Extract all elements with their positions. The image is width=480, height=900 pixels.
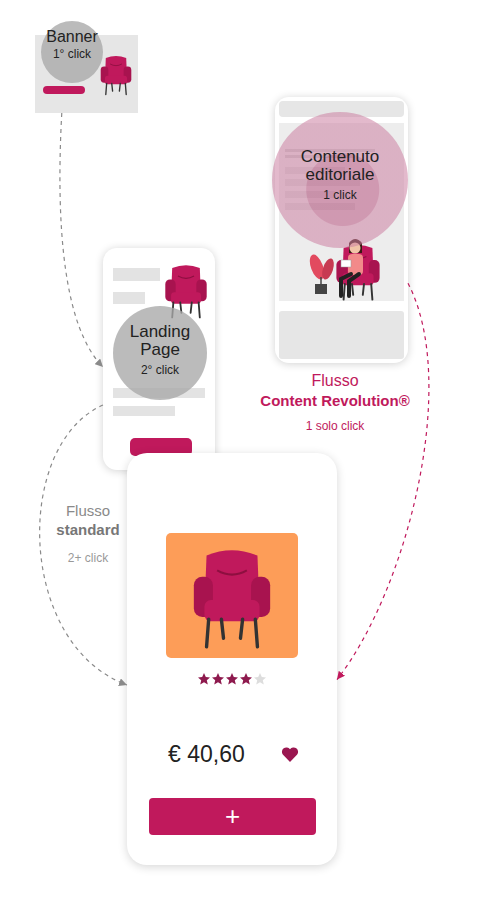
banner-button	[43, 86, 85, 94]
click-bubble: Contenuto editoriale 1 click	[272, 112, 408, 248]
node-text: Contenuto editoriale	[288, 148, 392, 184]
flow-label: 1 solo click	[235, 419, 435, 433]
flow-label: Flusso	[235, 371, 435, 390]
screen-footer	[279, 311, 404, 359]
chair-icon	[194, 550, 270, 646]
chair-icon	[336, 245, 379, 300]
node-text: Banner	[46, 29, 98, 46]
click-bubble: Banner 1° click	[41, 21, 103, 83]
product-image	[166, 533, 298, 658]
flow-connector	[60, 113, 103, 367]
product-card: € 40,60 +	[127, 453, 337, 865]
node-text: € 40,60	[168, 742, 245, 766]
rating-stars	[198, 673, 266, 685]
node-text: 1 click	[323, 189, 356, 202]
flow-label: Content Revolution®	[235, 392, 435, 410]
editorial-phone: Contenuto editoriale 1 click	[275, 97, 408, 363]
heart-icon	[282, 747, 298, 762]
add-button: +	[149, 798, 316, 835]
click-bubble: Landing Page 2° click	[113, 306, 207, 400]
chair-icon	[101, 56, 132, 95]
landing-phone: Landing Page 2° click	[103, 248, 215, 470]
node-text: +	[225, 803, 240, 830]
text-bar	[113, 292, 145, 304]
node-text: 2° click	[141, 364, 179, 377]
text-bar	[113, 268, 160, 281]
plant-illustration	[307, 253, 336, 294]
banner-box: Banner1° click	[35, 35, 138, 113]
node-text: Landing Page	[118, 323, 202, 359]
text-bar	[113, 406, 175, 416]
node-text: 1° click	[53, 48, 91, 61]
